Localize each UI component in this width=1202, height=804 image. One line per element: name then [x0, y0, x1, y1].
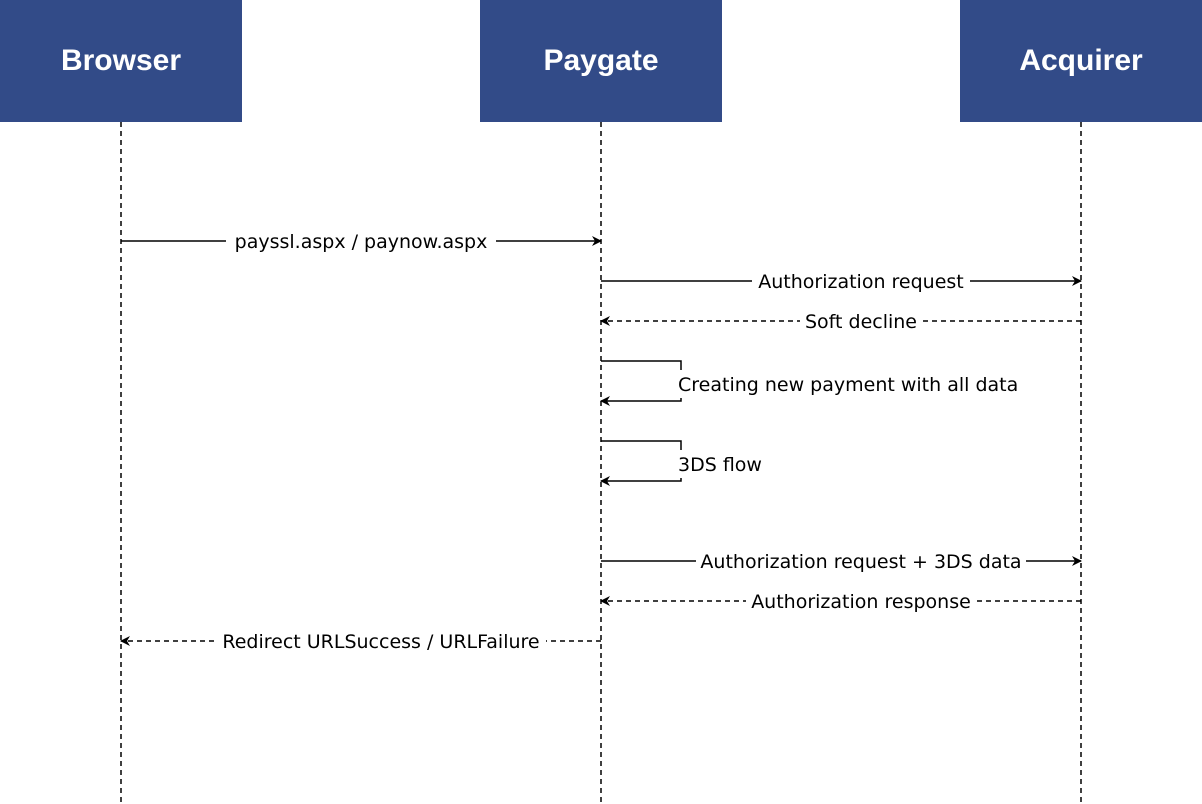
message-label: Redirect URLSuccess / URLFailure	[222, 631, 539, 653]
participant-browser: Browser	[0, 0, 242, 122]
message-3ds-flow: 3DS flow	[600, 440, 767, 486]
label-background	[677, 370, 1021, 398]
label-background	[696, 548, 1026, 574]
message-soft-decline: Soft decline	[600, 308, 1081, 334]
participant-acquirer: Acquirer	[960, 0, 1202, 122]
label-background	[226, 228, 496, 254]
message-redirect: Redirect URLSuccess / URLFailure	[120, 628, 601, 654]
label-background	[800, 308, 922, 334]
message-label: Authorization response	[751, 591, 971, 613]
message-label: 3DS flow	[678, 454, 762, 476]
message-label: Authorization request	[758, 271, 964, 293]
label-background	[216, 628, 546, 654]
label-background	[677, 450, 767, 478]
label-background	[752, 268, 970, 294]
self-message-arrow	[600, 360, 682, 406]
message-authorization-request-3ds: Authorization request + 3DS data	[601, 548, 1082, 574]
message-authorization-response: Authorization response	[600, 588, 1081, 614]
self-message-arrow	[600, 440, 682, 486]
message-label: Soft decline	[805, 311, 917, 333]
message-payssl-request: payssl.aspx / paynow.aspx	[121, 228, 602, 254]
participant-paygate-label: Paygate	[543, 44, 659, 77]
label-background	[746, 588, 976, 614]
participant-acquirer-label: Acquirer	[1019, 44, 1143, 77]
message-label: Creating new payment with all data	[678, 374, 1018, 396]
message-authorization-request: Authorization request	[601, 268, 1082, 294]
message-label: Authorization request + 3DS data	[700, 551, 1021, 573]
participant-browser-label: Browser	[60, 44, 182, 77]
message-create-new-payment: Creating new payment with all data	[600, 360, 1021, 406]
message-label: payssl.aspx / paynow.aspx	[235, 231, 488, 253]
participant-paygate: Paygate	[480, 0, 722, 122]
